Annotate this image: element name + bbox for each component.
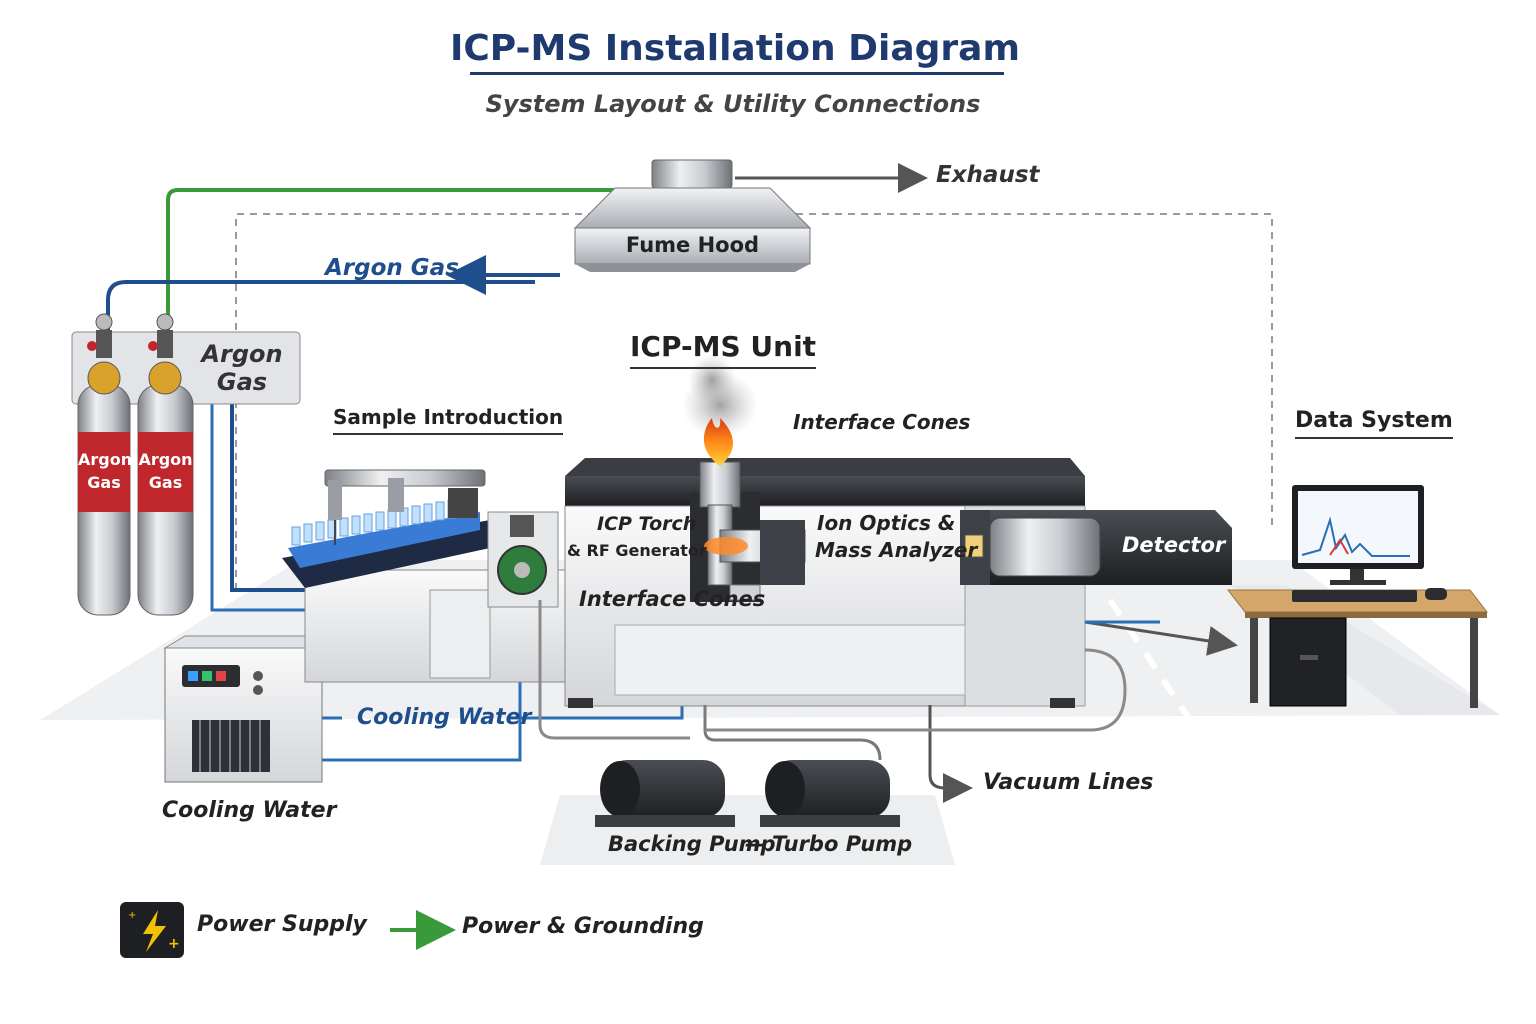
ion-optics-label: Ion Optics &	[817, 511, 956, 535]
icp-torch-label: ICP Torch	[597, 513, 697, 535]
fume-hood	[573, 159, 812, 272]
cylinder-1-label: Argon Gas	[78, 450, 133, 492]
icp-ms-unit-label: ICP-MS Unit	[630, 330, 817, 369]
power-line	[166, 188, 615, 330]
detector-module	[960, 510, 1232, 585]
pump-icon	[595, 760, 900, 827]
backing-pump-label: Backing Pump	[608, 832, 776, 856]
cooling-water-line-label: Cooling Water	[357, 705, 532, 730]
rf-generator-label: & RF Generator	[567, 541, 707, 560]
exhaust-label: Exhaust	[936, 162, 1040, 188]
legend-power-supply-label: Power Supply	[197, 912, 367, 937]
legend-power-grounding-label: Power & Grounding	[462, 914, 704, 939]
cylinder-2-label: Argon Gas	[138, 450, 193, 492]
data-system-label: Data System	[1295, 408, 1453, 439]
cooling-water-unit	[163, 635, 323, 783]
peristaltic-pump	[487, 511, 559, 608]
mass-analyzer-label: Mass Analyzer	[815, 538, 978, 562]
pump-dash-label: —	[745, 832, 766, 856]
gas-cylinders	[71, 313, 301, 616]
interface-cones-bottom-label: Interface Cones	[579, 587, 766, 611]
monitor-icon	[1292, 485, 1424, 585]
sample-introduction-label: Sample Introduction	[333, 405, 564, 435]
power-supply-icon: + +	[120, 902, 184, 958]
turbo-pump-label: Turbo Pump	[772, 832, 913, 856]
flame-icon	[682, 354, 758, 466]
fume-hood-label: Fume Hood	[625, 233, 760, 257]
argon-line	[106, 280, 535, 330]
interface-cones-top-label: Interface Cones	[793, 410, 971, 434]
title-underline	[470, 72, 1004, 75]
cooling-water-unit-label: Cooling Water	[162, 798, 337, 823]
svg-text:+: +	[128, 910, 136, 921]
page-title: ICP-MS Installation Diagram	[449, 28, 1020, 69]
data-system-workstation	[1226, 485, 1489, 708]
argon-gas-line-label: Argon Gas	[325, 255, 459, 281]
page-subtitle: System Layout & Utility Connections	[485, 90, 981, 118]
icp-ms-unit	[564, 458, 1086, 708]
detector-label: Detector	[1122, 533, 1226, 557]
autosampler	[282, 469, 566, 683]
argon-gas-panel-label: Argon Gas	[201, 340, 283, 396]
vacuum-lines-label: Vacuum Lines	[983, 770, 1154, 795]
svg-text:+: +	[168, 936, 180, 952]
